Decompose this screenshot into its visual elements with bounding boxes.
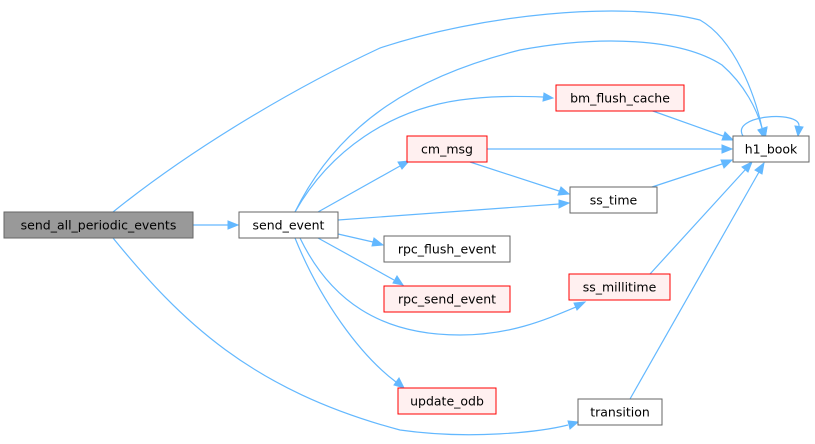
node-label-rpc-send-event: rpc_send_event [398,292,496,307]
node-label-ss-time: ss_time [590,193,638,208]
node-label-transition: transition [590,405,650,420]
node-ss-time[interactable]: ss_time [569,186,658,214]
node-transition[interactable]: transition [577,398,663,426]
node-label-bm-flush-cache: bm_flush_cache [570,91,670,106]
edge-transition-to-h1-book [629,161,765,400]
edge-cm-msg-to-ss-time [469,161,571,196]
node-ss-millitime[interactable]: ss_millitime [568,273,671,301]
node-rpc-flush-event[interactable]: rpc_flush_event [383,235,511,263]
edge-ss-time-to-h1-book [651,159,734,188]
nodes: send_all_periodic_events send_event bm_f… [3,84,810,426]
node-label-cm-msg: cm_msg [421,142,473,157]
node-rpc-send-event[interactable]: rpc_send_event [383,285,511,313]
edge-send-event-to-rpc-send-event [317,237,405,286]
node-send-event[interactable]: send_event [238,211,339,239]
edge-send-event-to-ss-time [337,199,571,221]
edge-send-event-to-ss-millitime [299,237,587,336]
edge-send-event-to-bm-flush-cache [294,92,555,213]
edges [112,10,804,436]
node-label-ss-millitime: ss_millitime [583,280,657,295]
edge-h1-book-self-loop [740,116,804,138]
node-cm-msg[interactable]: cm_msg [406,135,488,163]
edge-send-all-periodic-events-to-transition [112,237,580,436]
node-label-update-odb: update_odb [410,394,484,409]
edge-cm-msg-to-h1-book [487,144,734,154]
edge-send-event-to-update-odb [294,237,405,389]
node-update-odb[interactable]: update_odb [397,387,497,415]
node-label-send-all-periodic-events: send_all_periodic_events [21,218,177,233]
node-label-h1-book: h1_book [745,142,798,157]
node-h1-book[interactable]: h1_book [732,135,810,163]
node-label-rpc-flush-event: rpc_flush_event [398,242,496,257]
node-send-all-periodic-events[interactable]: send_all_periodic_events [3,211,194,239]
edge-send-event-to-rpc-flush-event [337,233,385,247]
edge-send-all-periodic-events-to-send-event [193,220,240,230]
edge-ss-millitime-to-h1-book [649,160,753,275]
edge-send-event-to-cm-msg [317,160,411,213]
node-label-send-event: send_event [253,218,325,233]
node-bm-flush-cache[interactable]: bm_flush_cache [555,84,685,112]
edge-bm-flush-cache-to-h1-book [649,109,735,141]
